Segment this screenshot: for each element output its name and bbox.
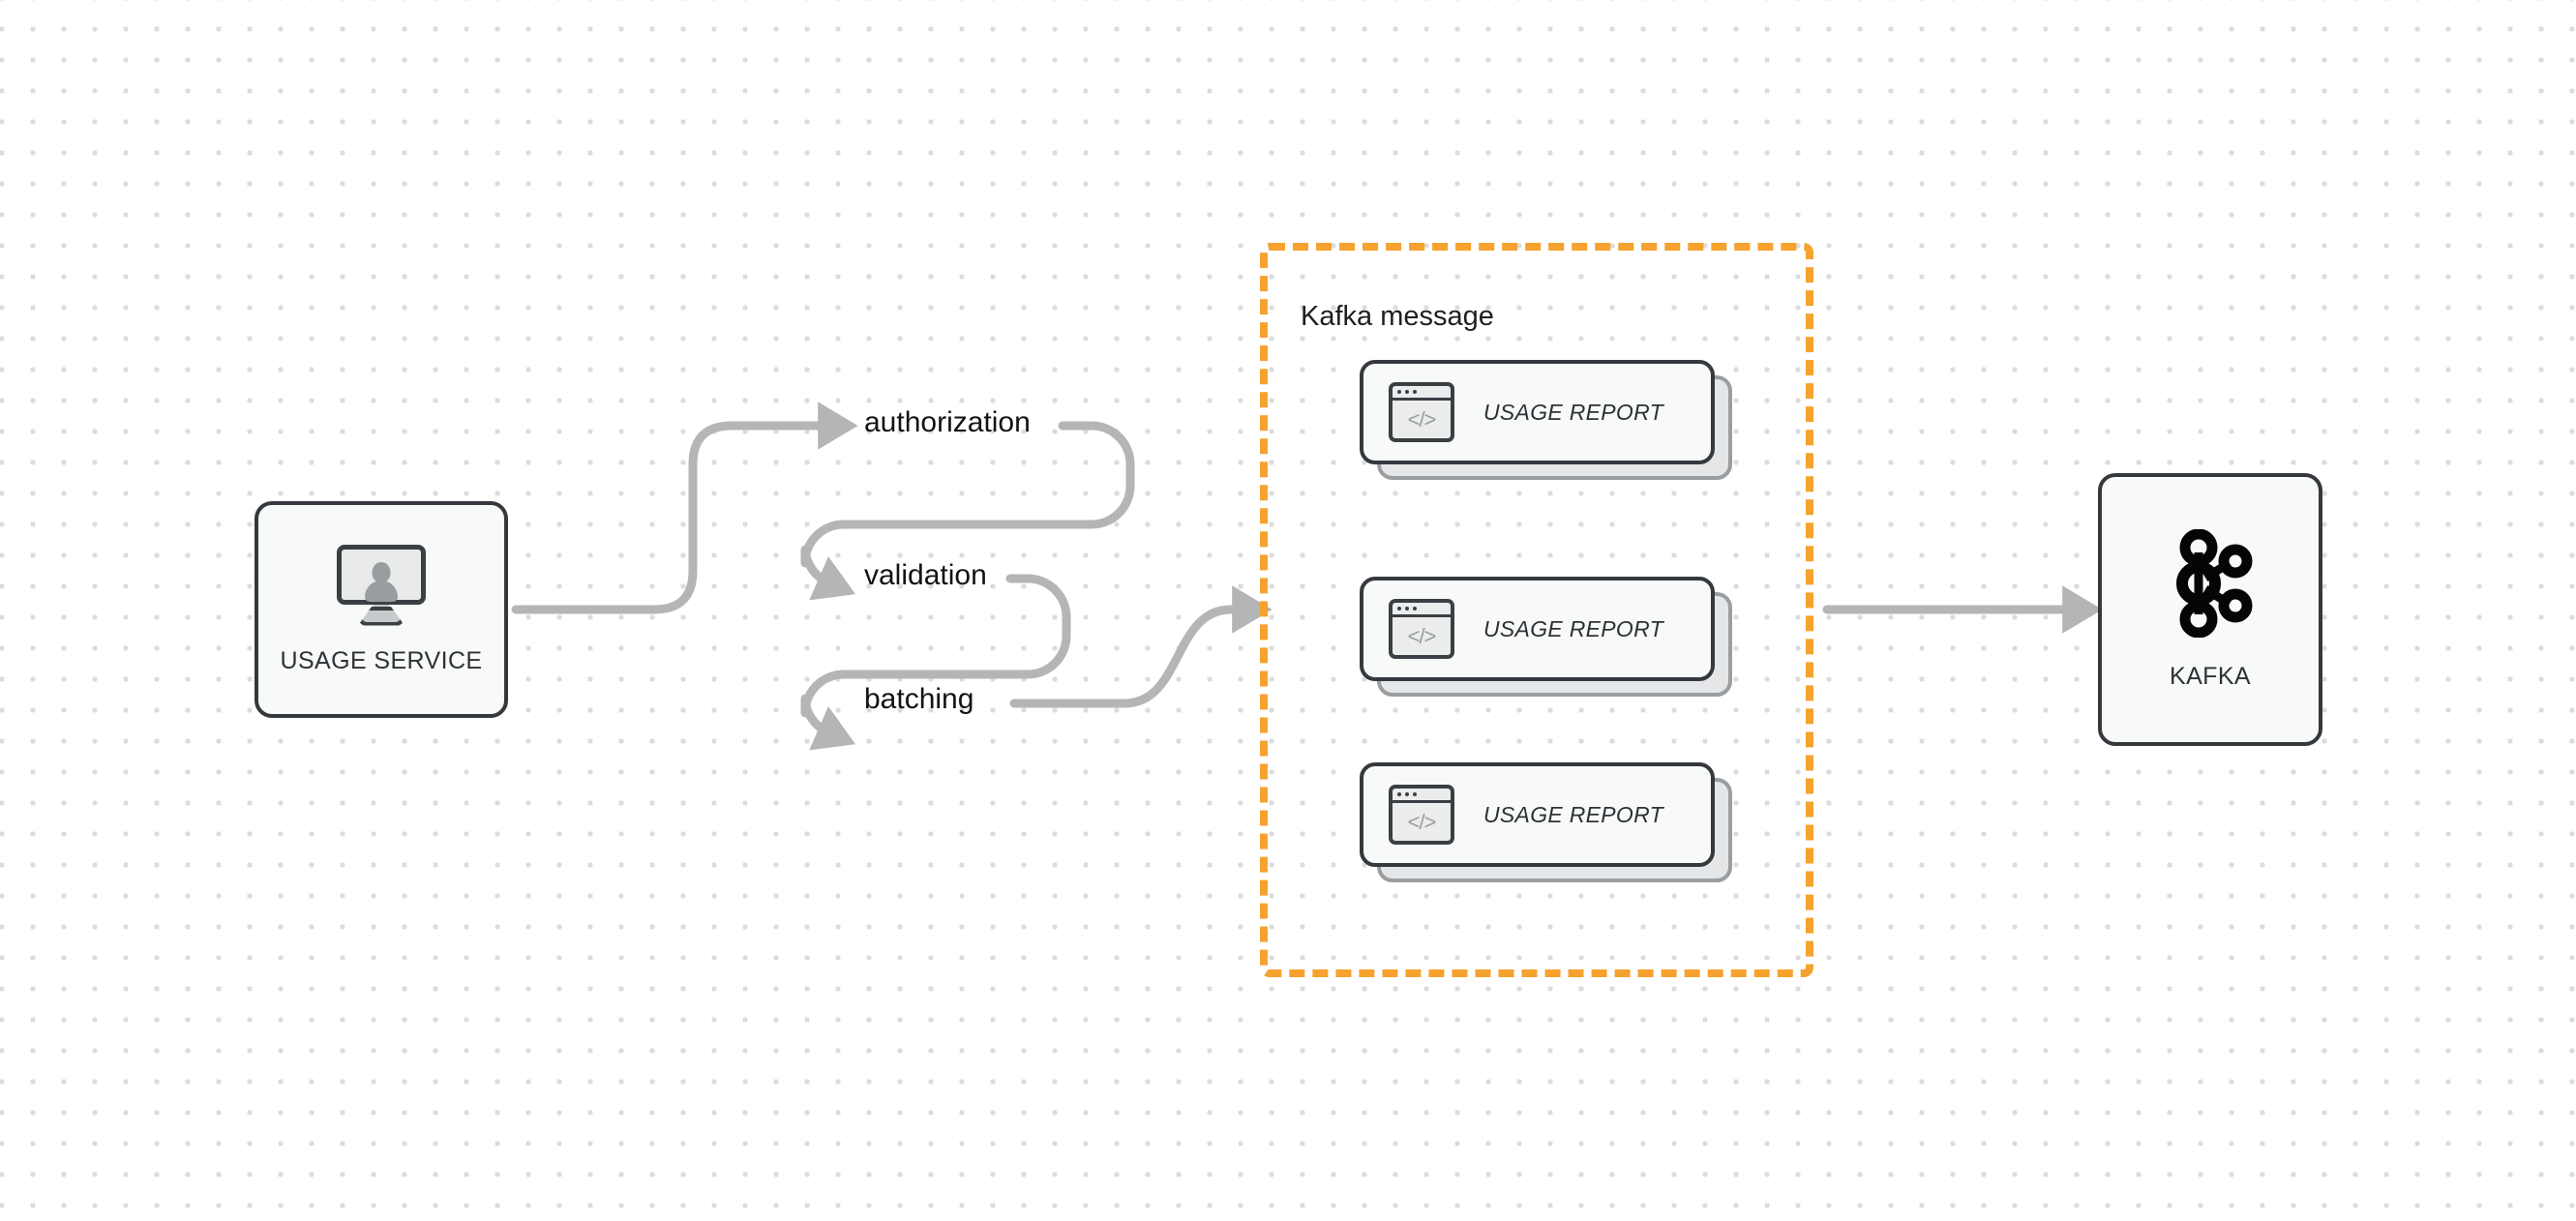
window-dot: [1413, 607, 1417, 610]
kafka-message-group[interactable]: Kafka message </> USAGE REPORT: [1260, 243, 1813, 977]
code-window-titlebar: [1393, 789, 1451, 803]
usage-report-label: USAGE REPORT: [1483, 615, 1663, 641]
usage-report-card-2[interactable]: </> USAGE REPORT: [1360, 577, 1732, 697]
edge-usage-service-to-authorization: [511, 402, 858, 614]
window-dot: [1397, 390, 1401, 394]
step-label-authorization[interactable]: authorization: [864, 406, 1031, 438]
usage-report-front[interactable]: </> USAGE REPORT: [1360, 577, 1715, 681]
window-dot: [1405, 607, 1409, 610]
usage-report-front[interactable]: </> USAGE REPORT: [1360, 762, 1715, 867]
node-usage-service[interactable]: USAGE SERVICE: [255, 501, 508, 718]
monitor-stand: [358, 606, 404, 626]
edge-authorization-validation-visible: [805, 426, 1130, 579]
window-dot: [1397, 607, 1401, 610]
monitor-screen: [337, 544, 426, 605]
code-window-titlebar: [1393, 603, 1451, 617]
window-dot: [1413, 390, 1417, 394]
edge-1-auth-to-val: [805, 426, 1130, 579]
window-dot: [1397, 792, 1401, 796]
usage-report-label: USAGE REPORT: [1483, 399, 1663, 425]
kafka-label: KAFKA: [2170, 662, 2251, 690]
step-label-validation[interactable]: validation: [864, 559, 987, 591]
code-window-icon: </>: [1389, 599, 1454, 659]
usage-report-card-3[interactable]: </> USAGE REPORT: [1360, 762, 1732, 882]
edge-authorization-to-validation-path: [805, 426, 1128, 579]
usage-report-card-1[interactable]: </> USAGE REPORT: [1360, 360, 1732, 480]
window-dot: [1405, 390, 1409, 394]
usage-report-label: USAGE REPORT: [1483, 801, 1663, 827]
user-silhouette-icon: [365, 562, 398, 601]
code-brackets-glyph: </>: [1407, 810, 1437, 834]
edge-auth-validation: [805, 426, 1130, 581]
node-kafka[interactable]: KAFKA: [2098, 473, 2322, 746]
usage-report-front[interactable]: </> USAGE REPORT: [1360, 360, 1715, 464]
code-window-titlebar: [1393, 386, 1451, 401]
code-window-icon: </>: [1389, 382, 1454, 442]
code-brackets-glyph: </>: [1407, 407, 1437, 432]
edge-authorization-to-validation: [803, 426, 1128, 558]
window-dot: [1413, 792, 1417, 796]
usage-service-label: USAGE SERVICE: [280, 646, 483, 674]
code-window-icon: </>: [1389, 785, 1454, 845]
step-label-batching[interactable]: batching: [864, 683, 974, 715]
window-dot: [1405, 792, 1409, 796]
monitor-user-icon: [337, 544, 426, 626]
edge-batching-to-kafka-message: [1009, 585, 1273, 708]
kafka-message-title: Kafka message: [1301, 301, 1494, 332]
kafka-logo-icon: [2176, 528, 2253, 638]
code-brackets-glyph: </>: [1407, 624, 1437, 648]
